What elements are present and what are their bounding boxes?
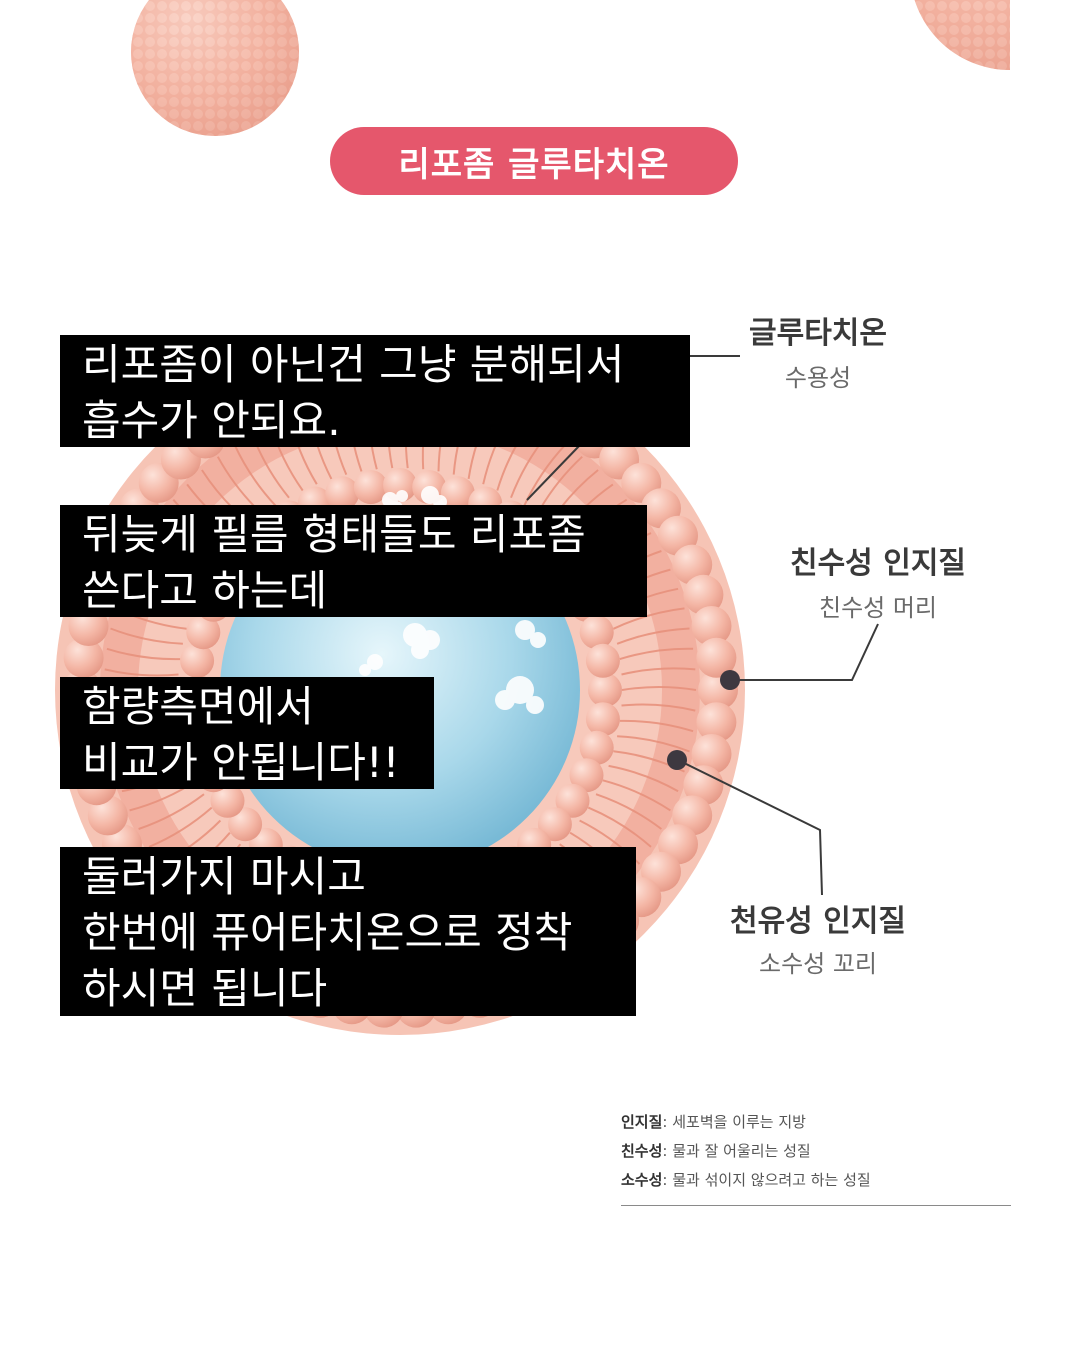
label-lipophilic-title: 천유성 인지질 [729,904,907,939]
glossary-item: 인지질: 세포벽을 이루는 지방 [621,1113,806,1131]
hydrophilic-marker-dot [720,670,740,690]
lipid-head [585,702,620,737]
lipid-head [180,643,215,678]
lipid-tail [595,793,663,830]
lipid-tail [621,667,696,676]
lipid-head [579,615,614,650]
lipid-head [585,643,620,678]
liposome-glutathione-pill: 리포좀 글루타치온 [330,127,738,195]
lipid-head [579,730,614,765]
lipid-tail [612,607,685,630]
lipid-head [440,476,475,511]
lipid-tail [617,735,690,753]
lipid-tail [616,627,690,645]
label-glutathione-title: 글루타치온 [749,316,887,351]
lipid-head [691,606,732,646]
lipid-tail [621,703,696,712]
lipid-head [63,637,104,678]
leader-lines [526,355,879,896]
caption-2: 뒤늦게 필름 형태들도 리포좀 쓴다고 하는데 [60,505,647,617]
lipid-head [228,807,263,842]
lipid-tail [602,779,671,812]
caption-3: 함량측면에서 비교가 안됩니다!! [60,677,434,789]
caption-1: 리포좀이 아닌건 그냥 분해되서 흡수가 안되요. [60,335,690,447]
lipid-head [186,615,221,650]
lipid-head [696,637,737,678]
glossary-item: 소수성: 물과 섞이지 않으려고 하는 성질 [621,1171,871,1189]
lipid-tail [148,806,213,848]
lipid-head [691,734,732,774]
lipid-tail [619,719,694,733]
lipid-head [683,574,724,615]
lipid-tail [104,668,179,677]
lipid-head [537,807,572,842]
lipophilic-marker-dot [667,750,687,770]
glossary-divider [621,1205,1011,1206]
lipid-head [569,758,604,793]
lipid-tail [608,764,679,793]
label-lipophilic-sub: 소수성 꼬리 [758,950,878,978]
label-hydrophilic-sub: 친수성 머리 [818,594,938,622]
lipid-head [672,544,713,585]
lipid-head [696,702,737,743]
lipid-tail [138,793,205,830]
lipid-tail [621,686,697,691]
label-glutathione-sub: 수용성 [784,364,852,392]
caption-4: 둘러가지 마시고 한번에 퓨어타치온으로 정착 하시면 됩니다 [60,847,636,1016]
lipid-tail [619,647,694,661]
glossary: 인지질: 세포벽을 이루는 지방 친수성: 물과 잘 어울리는 성질 소수성: … [621,1108,1011,1195]
lipid-tail [110,627,183,645]
lipid-head [555,783,590,818]
lipid-tail [233,444,277,507]
decor-sphere-top-left [131,0,299,136]
lipid-tail [587,806,652,848]
lipid-head [87,795,128,836]
label-hydrophilic-title: 친수성 인지질 [789,546,967,581]
lipid-head [588,673,622,707]
lipid-head [210,783,245,818]
lipid-tail [106,647,181,661]
lipid-head [325,476,360,511]
lipid-head [683,765,724,806]
decor-sphere-top-right [914,0,1080,120]
glossary-item: 친수성: 물과 잘 어울리는 성질 [621,1142,811,1160]
lipid-head [353,470,388,505]
